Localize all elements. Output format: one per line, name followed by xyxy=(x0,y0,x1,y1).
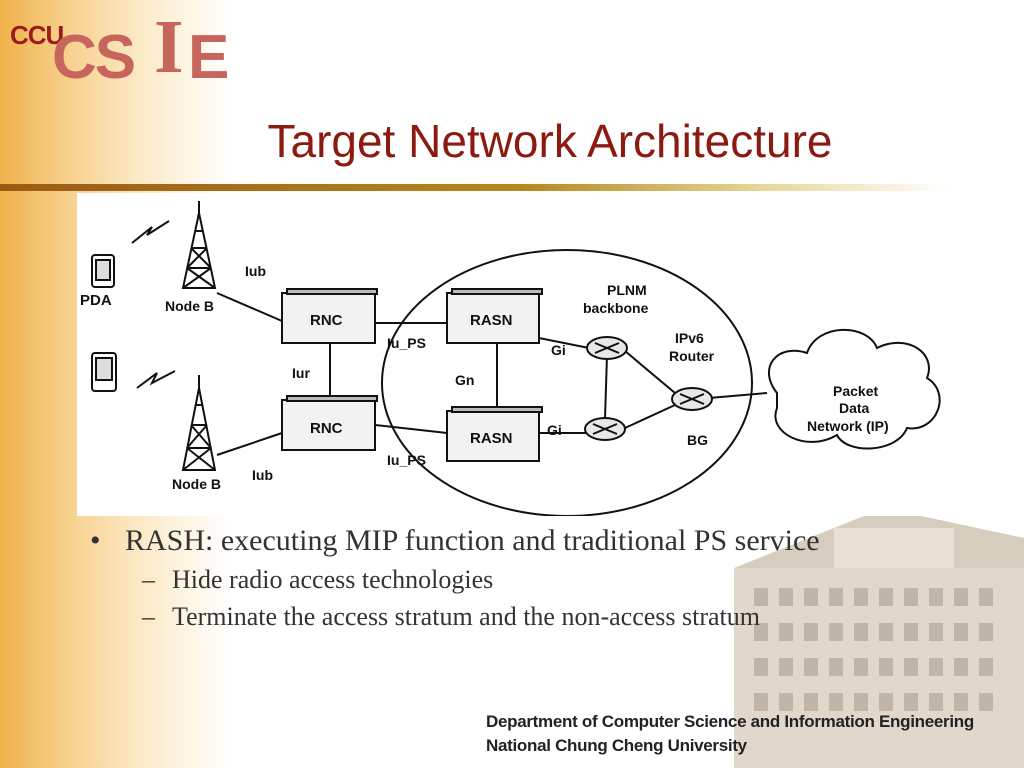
bullet-main-text: RASH: executing MIP function and traditi… xyxy=(125,524,820,557)
logo-e-text: E xyxy=(188,23,230,92)
label-node-b-top: Node B xyxy=(165,298,214,314)
label-iur: Iur xyxy=(292,365,310,381)
pda-icon-top xyxy=(91,254,115,288)
label-gn: Gn xyxy=(455,372,474,388)
bullet-dash-icon: – xyxy=(142,602,155,631)
logo-cs-text: CS xyxy=(52,23,136,92)
label-rasn-bottom: RASN xyxy=(470,430,513,447)
label-network-ip: Network (IP) xyxy=(807,418,889,434)
label-pda: PDA xyxy=(80,292,112,309)
link-nodeb-rnc-top xyxy=(216,292,283,322)
plnm-backbone-ellipse xyxy=(381,249,753,516)
label-node-b-bottom: Node B xyxy=(172,476,221,492)
network-diagram: PDA Node B Node B Iub Iub RNC RNC Iur Iu… xyxy=(77,193,944,516)
footer-department: Department of Computer Science and Infor… xyxy=(486,710,974,758)
title-divider xyxy=(0,184,950,191)
label-ipv6: IPv6 xyxy=(675,330,704,346)
pda-icon-bottom xyxy=(91,352,117,392)
rnc-box-top xyxy=(281,288,378,344)
bullet-sub-text-1: Hide radio access technologies xyxy=(172,565,494,594)
label-plnm: PLNM xyxy=(607,282,647,298)
footer-line-1: Department of Computer Science and Infor… xyxy=(486,712,974,731)
label-bg: BG xyxy=(687,432,708,448)
bullet-dash-icon: – xyxy=(142,565,155,594)
logo-i-text: I xyxy=(154,5,184,89)
bullet-dot-icon: • xyxy=(90,524,101,557)
label-rasn-top: RASN xyxy=(470,312,513,329)
router-icon-top xyxy=(586,336,628,360)
link-router-bg-bottom xyxy=(624,404,676,429)
footer-line-2: National Chung Cheng University xyxy=(486,736,747,755)
label-gi-bottom: Gi xyxy=(547,422,562,438)
logo-ccu-text: CCU xyxy=(10,20,64,50)
bullet-sub-text-2: Terminate the access stratum and the non… xyxy=(172,602,761,631)
building-watermark-image xyxy=(734,508,1024,768)
rnc-box-bottom xyxy=(281,395,378,451)
label-data: Data xyxy=(839,400,870,416)
ccu-csie-logo: CCU CS I E xyxy=(6,2,246,94)
label-rnc-top: RNC xyxy=(310,312,343,329)
link-rasn-router-top xyxy=(538,337,590,349)
label-router: Router xyxy=(669,348,715,364)
rasn-box-bottom xyxy=(446,406,543,462)
label-packet: Packet xyxy=(833,383,878,399)
rasn-box-top xyxy=(446,288,543,344)
link-rnc-rasn-bottom xyxy=(374,424,448,434)
bullet-list: • RASH: executing MIP function and tradi… xyxy=(90,524,950,631)
antenna-tower-icon-bottom xyxy=(181,375,217,471)
bullet-sub-item-2: – Terminate the access stratum and the n… xyxy=(90,602,872,631)
label-rnc-bottom: RNC xyxy=(310,420,343,437)
label-gi-top: Gi xyxy=(551,342,566,358)
link-router-bg-top xyxy=(624,350,676,394)
radio-link-icon-bottom xyxy=(136,370,176,389)
link-router-router xyxy=(604,354,608,420)
bullet-sub-item-1: – Hide radio access technologies xyxy=(90,565,872,594)
label-iub-top: Iub xyxy=(245,263,266,279)
border-gateway-router-icon xyxy=(671,387,713,411)
slide-title: Target Network Architecture xyxy=(267,115,833,167)
router-icon-bottom xyxy=(584,417,626,441)
link-nodeb-rnc-bottom xyxy=(216,432,283,456)
label-iu-ps-bottom: Iu_PS xyxy=(387,452,426,468)
label-iub-bottom: Iub xyxy=(252,467,273,483)
label-backbone: backbone xyxy=(583,300,649,316)
antenna-tower-icon-top xyxy=(181,201,217,289)
network-diagram-svg: PDA Node B Node B Iub Iub RNC RNC Iur Iu… xyxy=(80,201,941,516)
label-iu-ps-top: Iu_PS xyxy=(387,335,426,351)
packet-data-network-cloud xyxy=(767,328,941,450)
link-bg-cloud xyxy=(708,392,768,399)
bullet-main-item: • RASH: executing MIP function and tradi… xyxy=(90,524,950,557)
radio-link-icon-top xyxy=(131,220,170,244)
